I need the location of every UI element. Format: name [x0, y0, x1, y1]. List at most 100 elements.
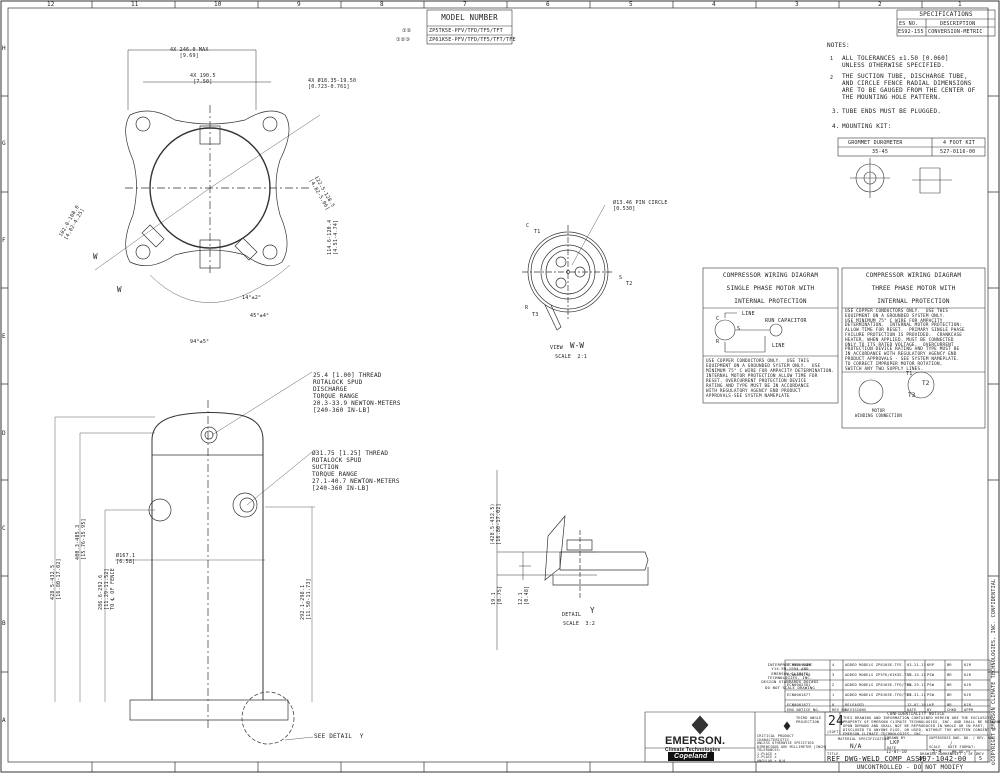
model-marks: ①② — [402, 28, 412, 34]
detail-scale: SCALE 3:2 — [563, 621, 596, 627]
row-label: C — [2, 525, 6, 532]
row-label: H — [2, 45, 6, 52]
kit-cell: 35-45 — [872, 149, 889, 155]
revision-header: DATE — [907, 708, 917, 712]
col-label: 1 — [958, 1, 962, 8]
discharge-note: 25.4 [1.00] THREAD ROTALOCK SPUD DISCHAR… — [313, 372, 401, 414]
note-number: 4. — [832, 123, 840, 130]
col-label: 4 — [712, 1, 716, 8]
do-not-scale: DO NOT SCALE DRAWING — [765, 685, 815, 690]
revision-cell: 12-07-10 — [907, 703, 926, 707]
wiring-label: LINE — [772, 343, 785, 349]
specs-header: ES NO. — [899, 21, 919, 27]
copyright-notice: ©COPYRIGHT EMERSON CLIMATE TECHNOLOGIES,… — [991, 578, 997, 765]
scale-label: SCALE — [929, 745, 941, 749]
col-label: 9 — [297, 1, 301, 8]
drawing-title: REF DWG-WELD COMP ASSM — [827, 755, 925, 763]
diameter-dim: Ø167.1 [6.58] — [116, 553, 136, 565]
date: 12-07-10 — [886, 749, 907, 754]
scale: 3:4 — [932, 749, 942, 755]
material-label: MATERIAL SPECIFICATION — [838, 737, 889, 741]
copeland-logo: Copeland — [668, 752, 714, 761]
interpret-note: INTERPRET PER ASME Y14.5M-1994 AND EMERS… — [761, 662, 819, 685]
section-label-w: W — [93, 252, 98, 261]
tables — [426, 9, 996, 763]
revision-header: CHKD — [947, 708, 957, 712]
specs-cell: CONVERSION-METRIC — [928, 29, 983, 35]
drawn-by: LKP — [890, 740, 900, 746]
dimension: 4X 190.5 [7.50] — [190, 73, 216, 85]
col-label: 7 — [463, 1, 467, 8]
revision-cell: 03-21-13 — [907, 663, 926, 667]
revision-cell: KJR — [964, 693, 972, 697]
emerson-logo-mark — [691, 715, 709, 735]
date-label: DATE — [887, 746, 897, 750]
suction-note: Ø31.75 [1.25] THREAD ROTALOCK SPUD SUCTI… — [312, 450, 400, 492]
kit-header: GROMMET DUROMETER — [848, 140, 903, 146]
revision-cell: 4 — [832, 663, 835, 667]
rev-label: REV — [977, 752, 984, 756]
row-label: G — [2, 140, 6, 147]
revision-cell: 0 — [832, 703, 835, 707]
revision-cell: KRP — [927, 663, 935, 667]
revision-cell: ADDED MODELS ZP61K5E-TFE — [845, 663, 902, 667]
tolerances: UNLESS OTHERWISE SPECIFIED DIMENSIONS AR… — [757, 741, 827, 763]
detail-title: DETAIL — [562, 612, 582, 618]
rev: 5 — [979, 756, 983, 762]
note-number: 1 — [830, 56, 834, 62]
kit-header: 4 FOOT KIT — [943, 140, 976, 146]
terminal-label: R — [525, 305, 529, 311]
model-row: ZP61K5E-PFV/TFD/TF5/TFT/TFE — [429, 37, 516, 43]
revision-cell: BR — [947, 663, 952, 667]
wiring-label: LINE — [742, 311, 755, 317]
row-label: B — [2, 620, 6, 627]
dimension: 4X Ø18.35-19.50 [0.723-0.761] — [308, 78, 357, 90]
model-row: ZP5TK5E-PFV/TFD/TF5/TFT — [429, 28, 503, 34]
wiring-label: C — [716, 316, 720, 322]
wiring-subtitle: THREE PHASE MOTOR WITH — [871, 285, 956, 292]
terminal-label: C — [526, 223, 530, 229]
view-name: W-W — [570, 341, 585, 350]
third-angle-label: THIRD ANGLE PROJECTION — [796, 716, 822, 724]
dimension: 114.6-120.4 [4.51-4.74] — [327, 219, 339, 255]
view-scale: SCALE 2:1 — [555, 354, 588, 360]
detail-y — [496, 470, 649, 650]
top-view — [94, 49, 321, 303]
revision-cell: KJR — [964, 683, 972, 687]
wiring-title: COMPRESSOR WIRING DIAGRAM — [722, 272, 819, 279]
dimension: 286.6-292.6 [11.29-11.52] TO ℄ OF FENCE — [98, 568, 116, 610]
see-detail-callout: SEE DETAIL Y — [314, 733, 364, 740]
revision-cell: RELEASED — [845, 703, 864, 707]
terminal-label: T3 — [532, 312, 539, 318]
view-ww — [522, 204, 612, 331]
note-text: MOUNTING KIT: — [842, 123, 892, 130]
revision-cell: PSW — [927, 693, 935, 697]
critical-diamond-icon — [783, 721, 791, 731]
col-label: 6 — [546, 1, 550, 8]
terminal-label: T2 — [626, 281, 633, 287]
col-label: 8 — [380, 1, 384, 8]
revision-header: BY — [927, 708, 932, 712]
revision-cell: PSW — [927, 673, 935, 677]
date-format-label: DATE FORMAT: — [948, 745, 976, 749]
note-number: 2 — [830, 75, 834, 81]
view-title: VIEW — [550, 345, 563, 351]
dimension: 19.1 [0.75] — [491, 585, 503, 605]
revision-cell: PSW — [927, 683, 935, 687]
wiring-title: COMPRESSOR WIRING DIAGRAM — [865, 272, 962, 279]
model-number-title: MODEL NUMBER — [441, 13, 498, 22]
specs-header: DESCRIPTION — [940, 21, 976, 27]
revision-cell: KJR — [964, 703, 972, 707]
wiring-label: T2 — [922, 380, 930, 387]
sheet-size: 24 — [828, 714, 845, 729]
supersedes: / — [950, 741, 953, 746]
wiring-label: T1 — [906, 371, 913, 377]
revision-cell: 10-15-12 — [907, 673, 926, 677]
terminal-label: T1 — [534, 229, 541, 235]
supersedes-label: SUPERSEDES DWG. NO. / REV. NO. — [929, 736, 995, 740]
note-text: THE SUCTION TUBE, DISCHARGE TUBE, AND CI… — [842, 73, 976, 101]
revision-cell: BR — [947, 683, 952, 687]
revision-cell: 2 — [832, 683, 835, 687]
confidential-notice: THIS DRAWING AND INFORMATION CONTAINED H… — [843, 716, 1000, 736]
revision-header: REVISIONS — [845, 708, 867, 712]
